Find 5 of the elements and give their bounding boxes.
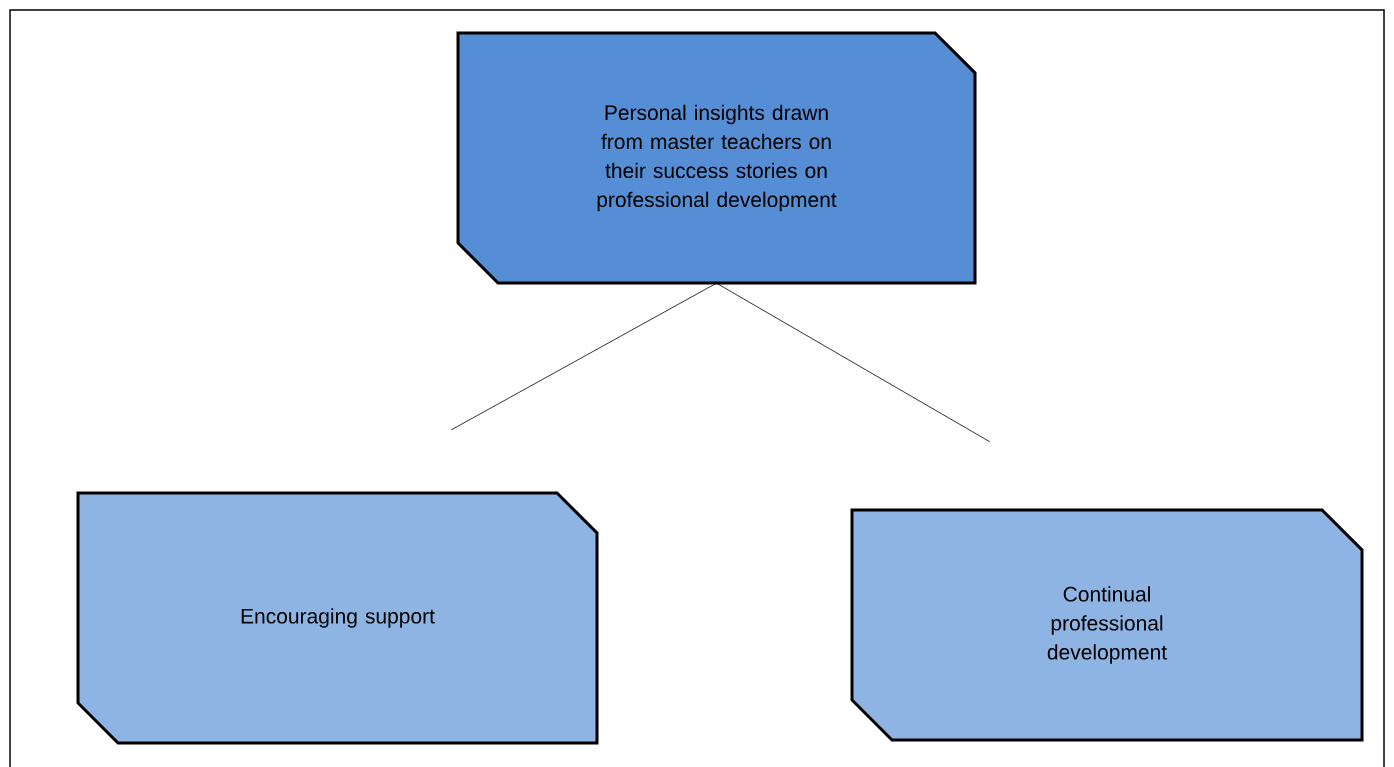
- connector-line: [716, 282, 991, 443]
- process-box: Encouraging support: [76, 491, 599, 745]
- process-box: Personal insights drawn from master teachers on their success stories on professional development: [456, 31, 977, 285]
- connector-line: [450, 282, 717, 431]
- process-box: Continual professional development: [850, 508, 1364, 742]
